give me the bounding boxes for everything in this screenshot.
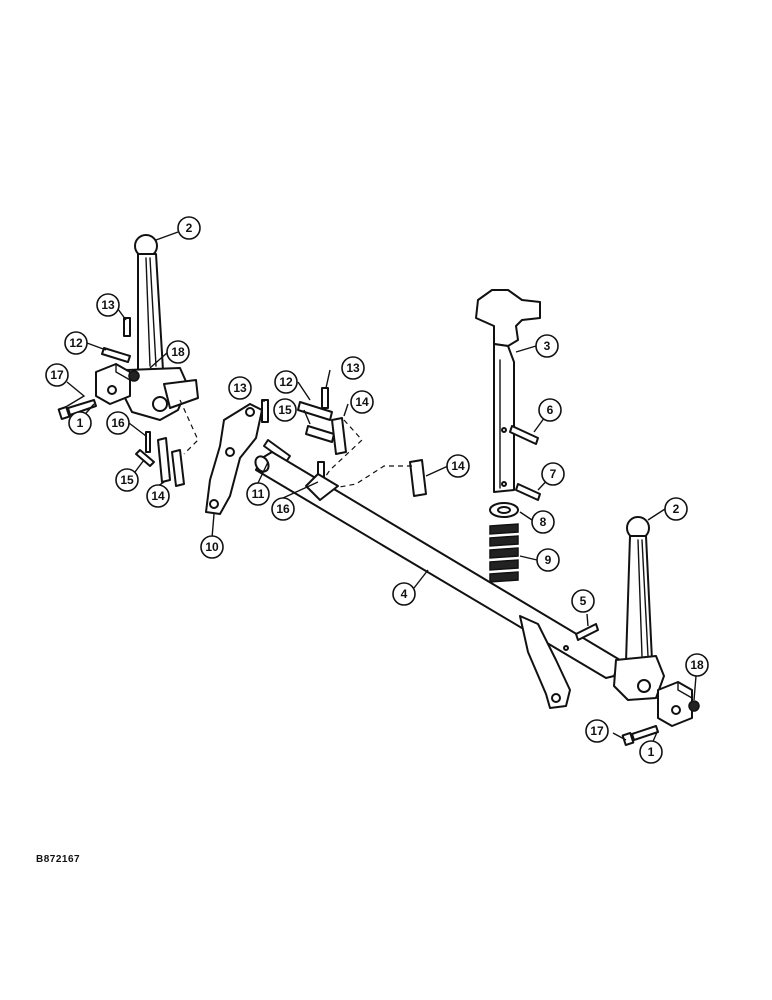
- svg-text:5: 5: [580, 594, 587, 608]
- svg-text:15: 15: [278, 403, 292, 417]
- svg-text:14: 14: [151, 489, 165, 503]
- svg-text:18: 18: [171, 345, 185, 359]
- svg-text:1: 1: [648, 745, 655, 759]
- left-lever-pins: [101, 317, 155, 467]
- svg-text:8: 8: [540, 515, 547, 529]
- link-plate: [205, 403, 263, 515]
- callout-13: 13: [341, 356, 365, 380]
- callout-11: 11: [246, 482, 270, 506]
- right-bolt: [621, 725, 659, 746]
- svg-text:13: 13: [346, 361, 360, 375]
- link-14-right: [333, 459, 427, 497]
- left-shift-lever: [123, 234, 199, 421]
- shift-handle: [475, 289, 541, 493]
- callout-10: 10: [200, 535, 224, 559]
- callout-14: 14: [146, 484, 170, 508]
- svg-text:15: 15: [120, 473, 134, 487]
- callout-8: 8: [531, 510, 555, 534]
- svg-text:16: 16: [276, 502, 290, 516]
- callout-3: 3: [535, 334, 559, 358]
- callout-1: 1: [68, 411, 92, 435]
- left-links: [157, 399, 199, 487]
- callout-1: 1: [639, 740, 663, 764]
- svg-text:7: 7: [550, 467, 557, 481]
- svg-text:4: 4: [401, 587, 408, 601]
- callout-14: 14: [446, 454, 470, 478]
- callout-18: 18: [166, 340, 190, 364]
- svg-text:10: 10: [205, 540, 219, 554]
- svg-text:2: 2: [673, 502, 680, 516]
- svg-text:18: 18: [690, 658, 704, 672]
- svg-text:3: 3: [544, 339, 551, 353]
- callout-6: 6: [538, 398, 562, 422]
- svg-text:9: 9: [545, 553, 552, 567]
- callout-5: 5: [571, 589, 595, 613]
- svg-text:13: 13: [101, 298, 115, 312]
- svg-text:16: 16: [111, 416, 125, 430]
- callout-14: 14: [350, 390, 374, 414]
- callout-9: 9: [536, 548, 560, 572]
- roll-pin-5: [575, 623, 599, 641]
- right-nut: [688, 700, 700, 712]
- svg-text:12: 12: [69, 336, 83, 350]
- handle-pins: [509, 425, 541, 501]
- callout-15: 15: [273, 398, 297, 422]
- callout-2: 2: [664, 497, 688, 521]
- callout-12: 12: [64, 331, 88, 355]
- callout-4: 4: [392, 582, 416, 606]
- svg-text:12: 12: [279, 375, 293, 389]
- callout-18: 18: [685, 653, 709, 677]
- left-bolt: [57, 399, 97, 420]
- callout-16: 16: [106, 411, 130, 435]
- svg-text:1: 1: [77, 416, 84, 430]
- figure-code: B872167: [36, 854, 81, 865]
- callout-16: 16: [271, 497, 295, 521]
- svg-text:17: 17: [50, 368, 64, 382]
- right-mount-block: [657, 681, 693, 727]
- callout-17: 17: [45, 363, 69, 387]
- callout-17: 17: [585, 719, 609, 743]
- svg-text:11: 11: [252, 487, 265, 501]
- left-mount-block: [95, 363, 131, 405]
- svg-text:14: 14: [355, 395, 369, 409]
- callout-15: 15: [115, 468, 139, 492]
- svg-text:17: 17: [590, 724, 604, 738]
- svg-text:13: 13: [233, 381, 247, 395]
- cross-shaft: [254, 451, 621, 709]
- spring: [489, 523, 519, 583]
- callout-13: 13: [96, 293, 120, 317]
- callout-2: 2: [177, 216, 201, 240]
- callout-7: 7: [541, 462, 565, 486]
- right-shift-lever: [613, 516, 665, 701]
- svg-text:6: 6: [547, 403, 554, 417]
- svg-text:14: 14: [451, 459, 465, 473]
- washer: [489, 502, 519, 518]
- callout-13: 13: [228, 376, 252, 400]
- svg-text:2: 2: [186, 221, 193, 235]
- callout-12: 12: [274, 370, 298, 394]
